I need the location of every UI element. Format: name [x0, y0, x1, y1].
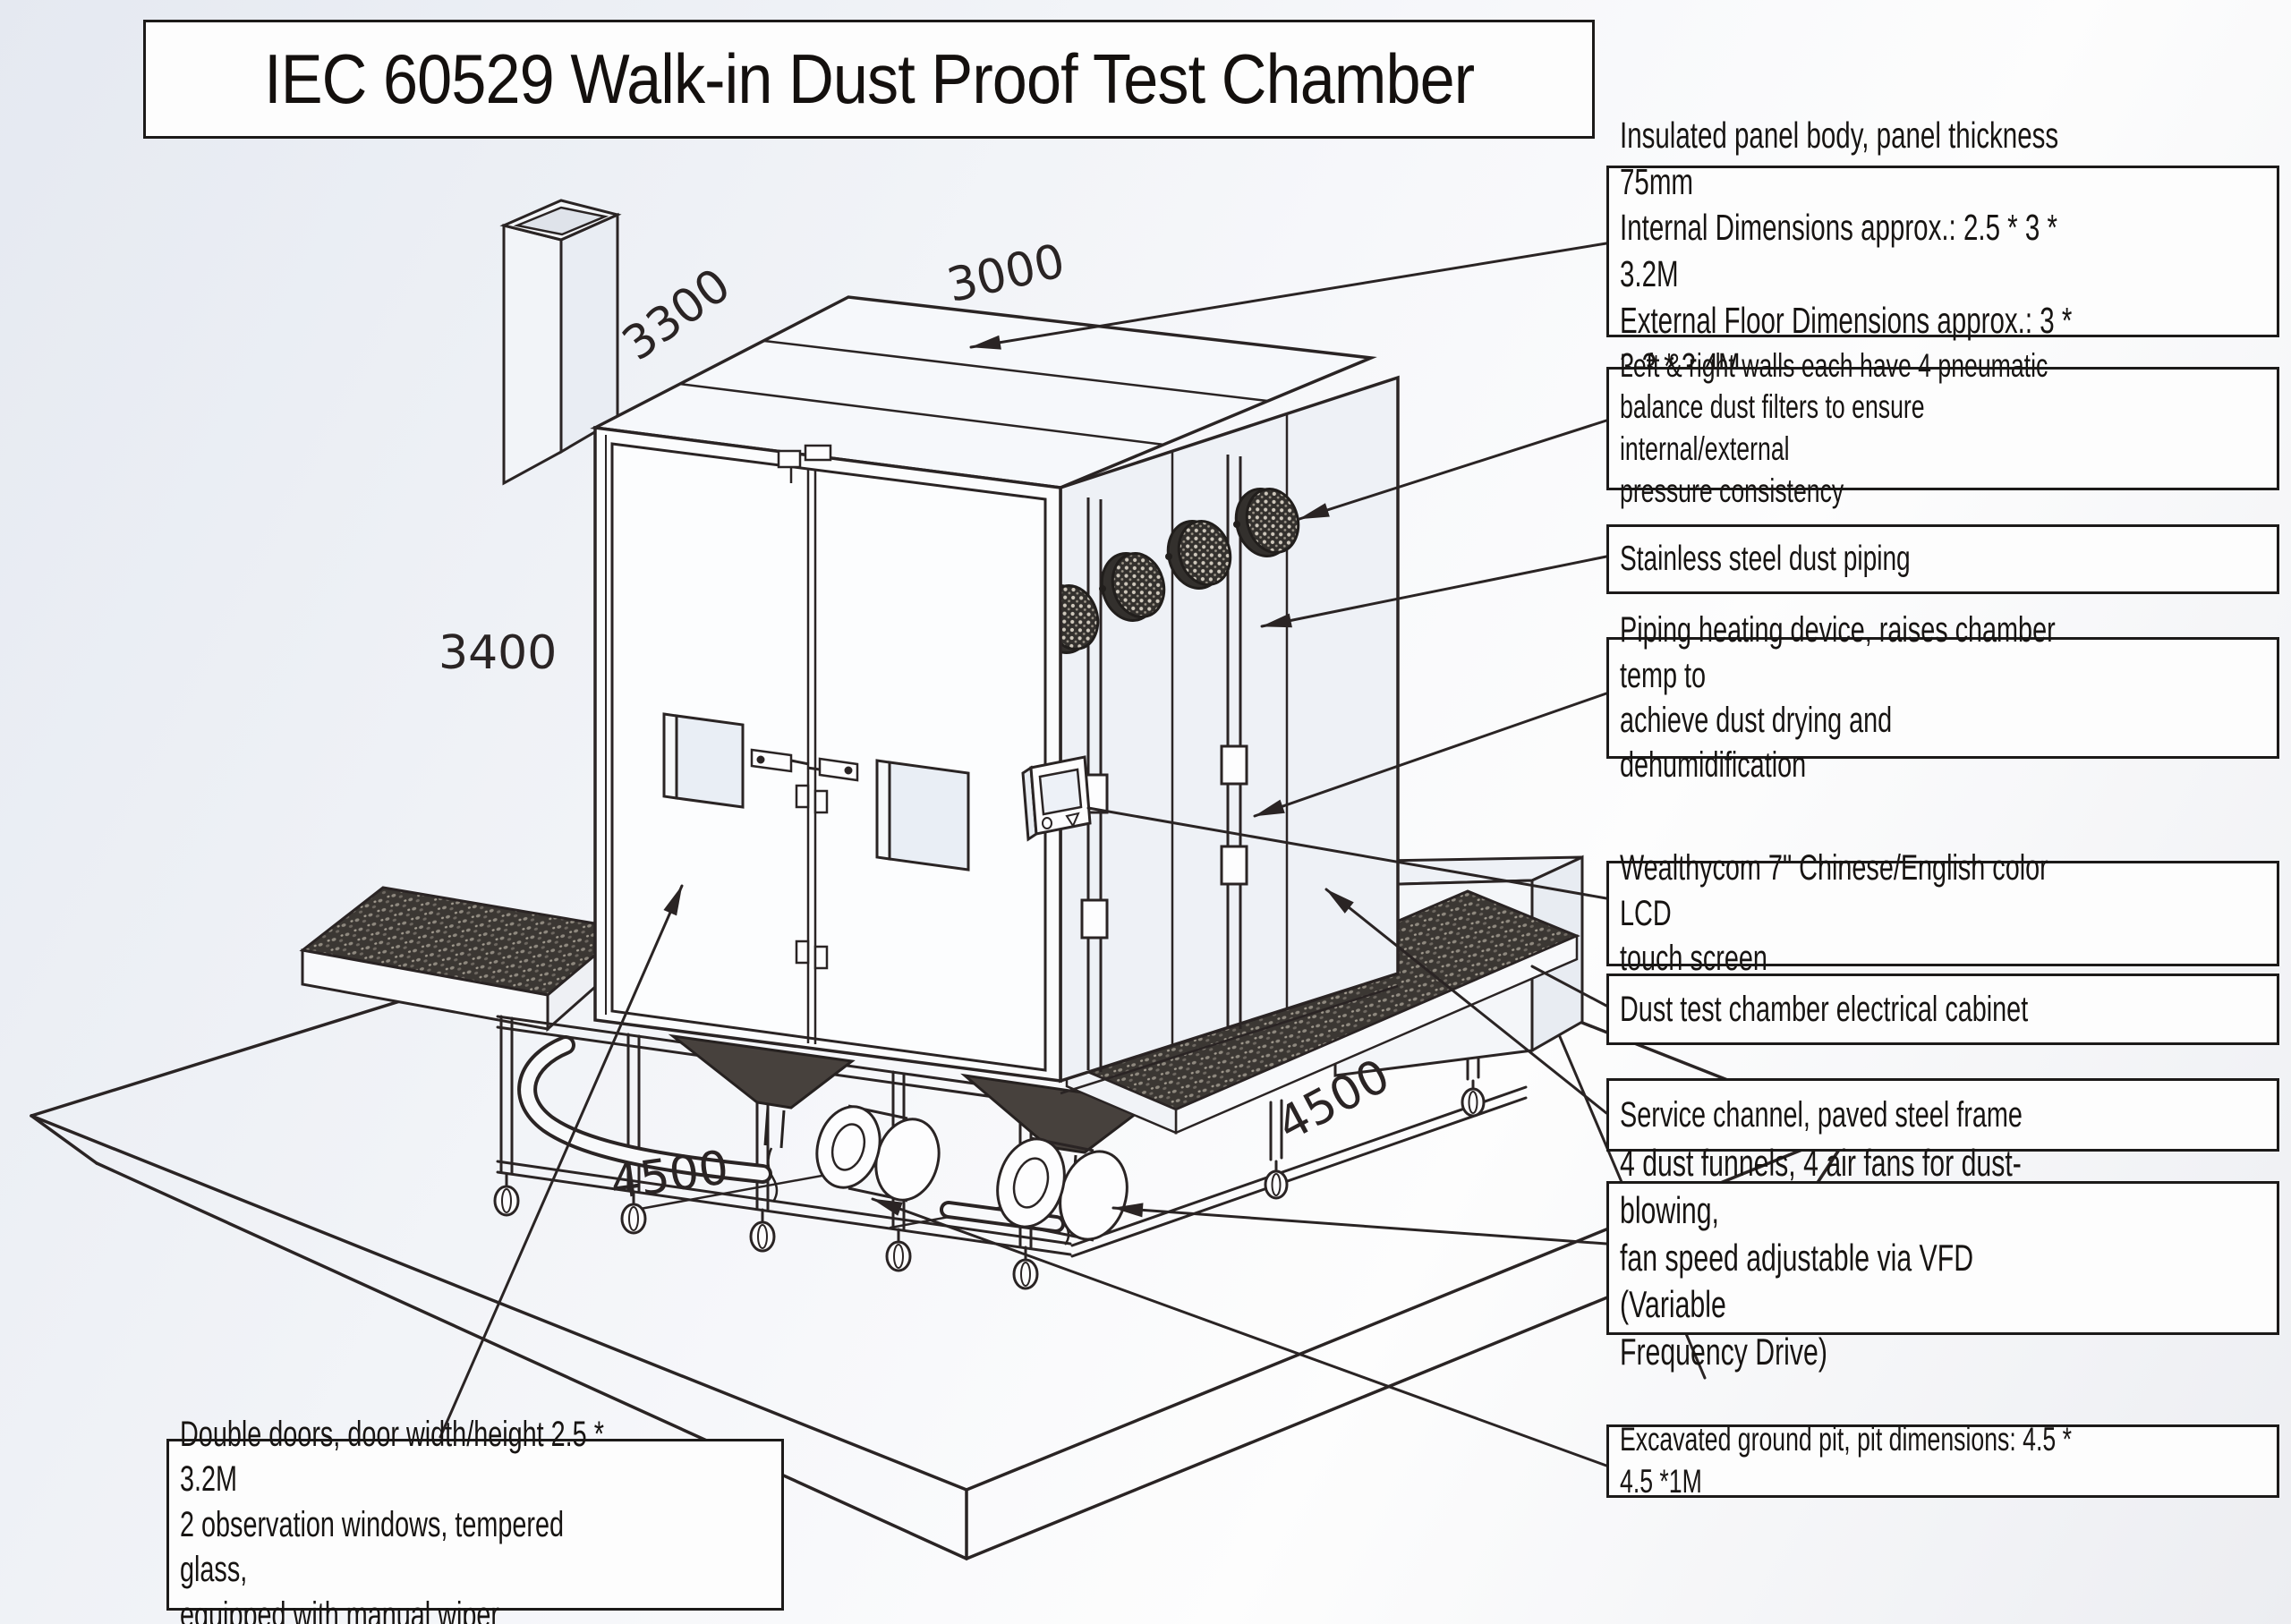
leader-dust-piping — [1260, 555, 1608, 628]
dimension-label-wall-height: 3400 — [439, 626, 558, 680]
callout-service-channel: Service channel, paved steel frame — [1606, 1078, 2279, 1152]
callout-piping-heater: Piping heating device, raises chamber te… — [1606, 610, 2279, 785]
door-handle — [750, 748, 810, 773]
callout-touch-screen-text: Wealthycom 7" Chinese/English color LCD … — [1620, 848, 2048, 979]
callout-dust-funnels-text: 4 dust funnels, 4 air fans for dust-blow… — [1620, 1141, 2022, 1373]
leader-touch-screen — [1086, 806, 1608, 900]
callout-dust-filters-text: Left & right walls each have 4 pneumatic… — [1620, 346, 2048, 509]
caster-wheels — [493, 1172, 1039, 1290]
door-handle — [806, 757, 859, 782]
leader-electrical-cabinet — [1530, 965, 1608, 1008]
right-grating — [1063, 889, 1580, 1135]
observation-window — [662, 712, 745, 809]
dust-filter — [1099, 552, 1166, 622]
pneumatic-dust-filters — [1033, 488, 1300, 654]
leader-service-channel — [1324, 888, 1608, 1115]
leader-ground-pit — [871, 1197, 1608, 1467]
leader-lines — [439, 242, 1608, 1467]
callout-service-channel-text: Service channel, paved steel frame — [1620, 1094, 2023, 1135]
dust-filter — [1165, 520, 1232, 590]
leader-double-doors — [439, 884, 684, 1439]
page-title: IEC 60529 Walk-in Dust Proof Test Chambe… — [263, 39, 1475, 118]
air-fans — [815, 1104, 1128, 1242]
callout-panel-body-text: Insulated panel body, panel thickness 75… — [1620, 115, 2073, 387]
callout-dust-funnels: 4 dust funnels, 4 air fans for dust-blow… — [1606, 1142, 2279, 1373]
leader-dust-funnels — [1111, 1203, 1608, 1246]
callout-dust-filters: Left & right walls each have 4 pneumatic… — [1606, 347, 2279, 509]
observation-window — [875, 759, 970, 872]
left-grating — [299, 886, 630, 1033]
dust-funnels — [668, 1033, 1154, 1246]
callout-electrical-cabinet-text: Dust test chamber electrical cabinet — [1620, 989, 2029, 1029]
title-box: IEC 60529 Walk-in Dust Proof Test Chambe… — [143, 20, 1595, 139]
callout-piping-heater-text: Piping heating device, raises chamber te… — [1620, 610, 2056, 786]
chamber-right-wall — [1033, 375, 1400, 1095]
callout-ground-pit: Excavated ground pit, pit dimensions: 4.… — [1606, 1421, 2279, 1500]
double-doors — [610, 442, 1047, 1072]
callout-touch-screen: Wealthycom 7" Chinese/English color LCD … — [1606, 848, 2279, 978]
leader-dust-filters — [1298, 419, 1608, 521]
chamber-front-face — [593, 426, 1062, 1083]
callout-dust-piping: Stainless steel dust piping — [1606, 524, 2279, 594]
callout-double-doors-text: Double doors, door width/height 2.5 * 3.… — [180, 1415, 604, 1624]
exhaust-duct — [499, 199, 622, 486]
callout-ground-pit-text: Excavated ground pit, pit dimensions: 4.… — [1620, 1421, 2072, 1500]
leader-panel-body — [969, 242, 1608, 350]
lcd-touchscreen — [1021, 755, 1092, 842]
callout-panel-body: Insulated panel body, panel thickness 75… — [1606, 115, 2279, 387]
leader-piping-heater — [1253, 692, 1608, 818]
callout-electrical-cabinet: Dust test chamber electrical cabinet — [1606, 974, 2279, 1045]
callout-dust-piping-text: Stainless steel dust piping — [1620, 540, 1911, 579]
dust-filter — [1233, 488, 1300, 557]
callout-double-doors: Double doors, door width/height 2.5 * 3.… — [166, 1415, 784, 1624]
